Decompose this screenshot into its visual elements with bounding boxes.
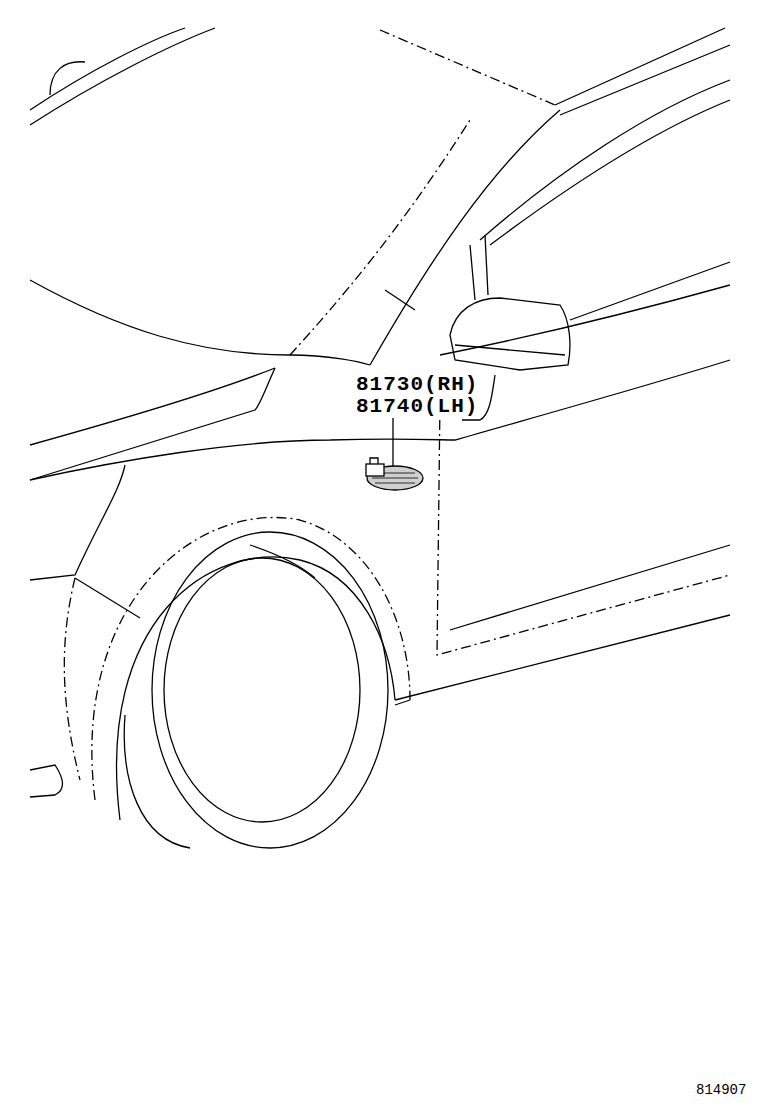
illustration-number: 814907	[696, 1083, 746, 1097]
part-number: 81730(RH)	[356, 374, 478, 395]
part-number: 81740(LH)	[356, 396, 478, 417]
